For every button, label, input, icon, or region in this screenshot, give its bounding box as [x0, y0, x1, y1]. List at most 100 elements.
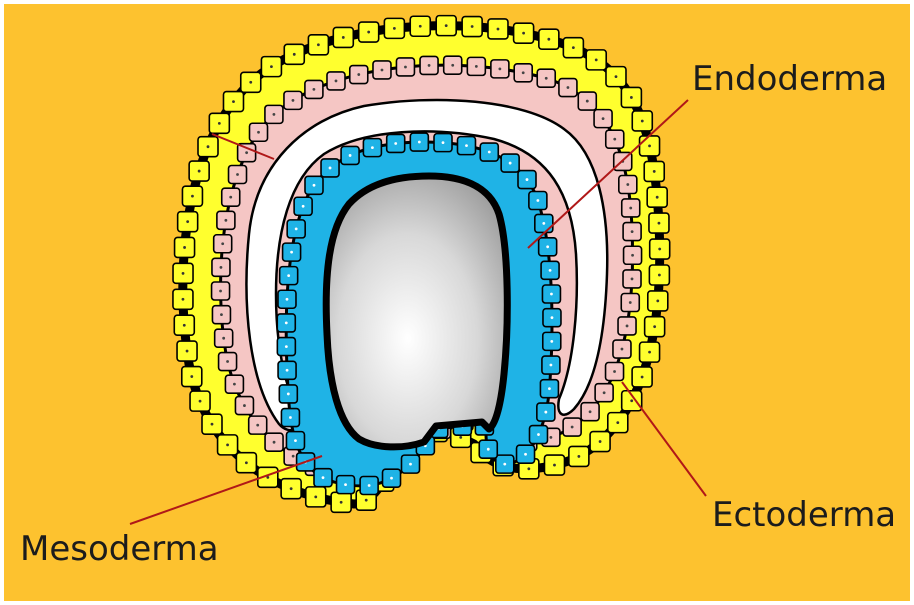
cell-nucleus: [641, 120, 644, 123]
cell-nucleus: [313, 184, 316, 187]
cell-nucleus: [428, 64, 431, 67]
cell-nucleus: [295, 227, 298, 230]
cell-nucleus: [371, 146, 374, 149]
cell-nucleus: [245, 461, 248, 464]
cell-nucleus: [631, 278, 634, 281]
cell-nucleus: [571, 426, 574, 429]
ectoderm-label: Ectoderma: [712, 498, 896, 532]
cell-nucleus: [292, 99, 295, 102]
cell-nucleus: [190, 375, 193, 378]
cell-nucleus: [418, 141, 421, 144]
cell-nucleus: [256, 424, 259, 427]
cell-nucleus: [550, 293, 553, 296]
cell-nucleus: [537, 433, 540, 436]
cell-nucleus: [551, 316, 554, 319]
cell-nucleus: [357, 73, 360, 76]
cell-nucleus: [488, 151, 491, 154]
cell-nucleus: [658, 222, 661, 225]
cell-nucleus: [232, 100, 235, 103]
cell-nucleus: [567, 86, 570, 89]
cell-nucleus: [445, 24, 448, 27]
cell-nucleus: [613, 370, 616, 373]
cell-nucleus: [219, 290, 222, 293]
cell-nucleus: [183, 324, 186, 327]
endoderm-label: Endoderma: [692, 62, 887, 96]
cell-nucleus: [459, 436, 462, 439]
cell-nucleus: [245, 151, 248, 154]
cell-nucleus: [313, 88, 316, 91]
cell-nucleus: [198, 170, 201, 173]
cell-nucleus: [186, 350, 189, 353]
cell-nucleus: [292, 455, 295, 458]
cell-nucleus: [183, 246, 186, 249]
cell-nucleus: [368, 484, 371, 487]
cell-nucleus: [322, 476, 325, 479]
cell-nucleus: [658, 274, 661, 277]
cell-nucleus: [572, 46, 575, 49]
cell-nucleus: [340, 501, 343, 504]
cell-nucleus: [249, 81, 252, 84]
cell-nucleus: [626, 325, 629, 328]
cell-nucleus: [626, 183, 629, 186]
cell-nucleus: [335, 80, 338, 83]
cell-nucleus: [229, 196, 232, 199]
cell-nucleus: [442, 141, 445, 144]
cell-nucleus: [419, 25, 422, 28]
cell-nucleus: [285, 345, 288, 348]
cell-nucleus: [549, 269, 552, 272]
cell-nucleus: [381, 69, 384, 72]
cell-nucleus: [631, 254, 634, 257]
cell-nucleus: [630, 96, 633, 99]
cell-nucleus: [497, 28, 500, 31]
cell-nucleus: [314, 495, 317, 498]
cell-nucleus: [603, 391, 606, 394]
cell-nucleus: [257, 131, 260, 134]
cell-nucleus: [404, 66, 407, 69]
cell-nucleus: [653, 170, 656, 173]
cell-nucleus: [589, 410, 592, 413]
cell-nucleus: [393, 27, 396, 30]
cell-nucleus: [498, 67, 501, 70]
cell-nucleus: [616, 421, 619, 424]
cell-nucleus: [390, 477, 393, 480]
cell-nucleus: [522, 32, 525, 35]
diagram-panel: Endoderma Ectoderma Mesoderma: [4, 4, 910, 601]
cell-nucleus: [509, 162, 512, 165]
cell-nucleus: [285, 322, 288, 325]
archenteron-cavity: [326, 176, 507, 447]
cell-nucleus: [182, 298, 185, 301]
cell-nucleus: [648, 144, 651, 147]
cell-nucleus: [577, 455, 580, 458]
cell-nucleus: [287, 274, 290, 277]
cell-nucleus: [290, 251, 293, 254]
cell-nucleus: [199, 400, 202, 403]
cell-nucleus: [236, 173, 239, 176]
cell-nucleus: [586, 100, 589, 103]
cell-nucleus: [207, 145, 210, 148]
cell-nucleus: [548, 387, 551, 390]
cell-nucleus: [475, 65, 478, 68]
cell-nucleus: [631, 230, 634, 233]
cell-nucleus: [550, 340, 553, 343]
cell-nucleus: [273, 113, 276, 116]
cell-nucleus: [344, 483, 347, 486]
cell-nucleus: [602, 117, 605, 120]
cell-nucleus: [547, 38, 550, 41]
cell-nucleus: [503, 463, 506, 466]
cell-nucleus: [542, 222, 545, 225]
cell-nucleus: [471, 25, 474, 28]
cell-nucleus: [286, 298, 289, 301]
cell-nucleus: [226, 360, 229, 363]
cell-nucleus: [289, 416, 292, 419]
cell-nucleus: [545, 77, 548, 80]
cell-nucleus: [293, 53, 296, 56]
cell-nucleus: [629, 301, 632, 304]
cell-nucleus: [656, 196, 659, 199]
cell-nucleus: [613, 138, 616, 141]
cell-nucleus: [329, 167, 332, 170]
cell-nucleus: [658, 248, 661, 251]
cell-nucleus: [220, 313, 223, 316]
cell-nucleus: [191, 195, 194, 198]
cell-nucleus: [394, 142, 397, 145]
